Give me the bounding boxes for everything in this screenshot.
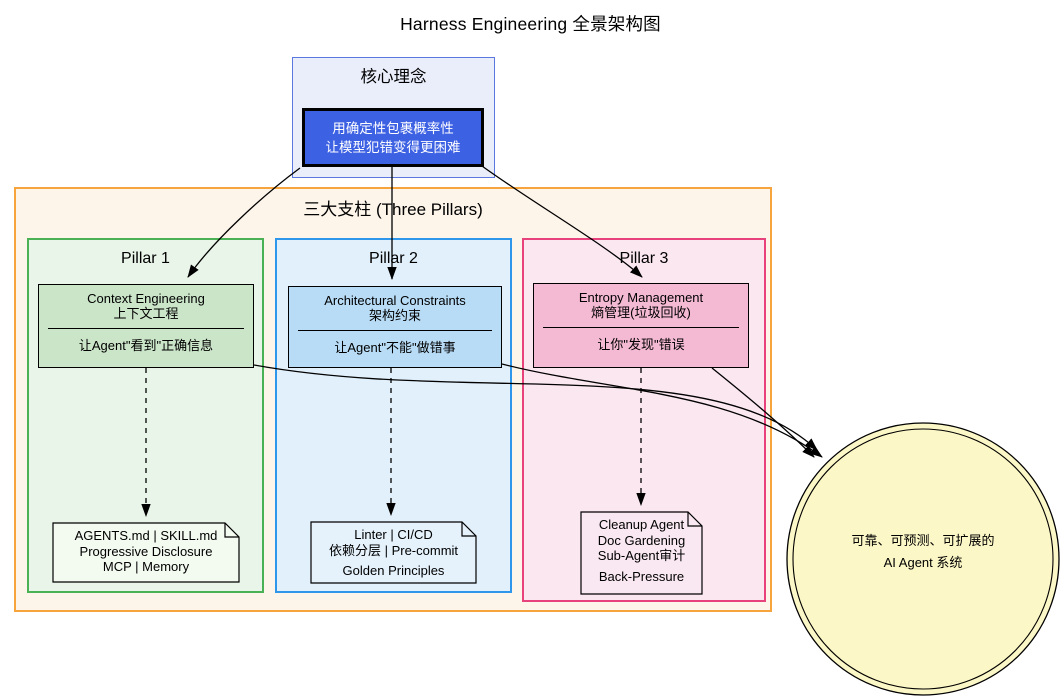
core-concept-label: 核心理念 — [360, 68, 427, 86]
node-divider — [543, 327, 739, 328]
pillar3-node: Entropy Management 熵管理(垃圾回收) 让你"发现"错误 — [533, 283, 749, 368]
note-line: Progressive Disclosure — [79, 543, 213, 559]
pillar3-note: Cleanup Agent Doc Gardening Sub-Agent审计 … — [581, 517, 702, 584]
diagram-title: Harness Engineering 全景架构图 — [400, 14, 661, 34]
outcome-node: 可靠、可预测、可扩展的 AI Agent 系统 — [786, 530, 1060, 574]
pillar1-node-title-zh: 上下文工程 — [113, 306, 179, 321]
note-footer: Golden Principles — [342, 563, 445, 578]
pillar2-node-title-zh: 架构约束 — [368, 308, 421, 323]
pillar1-label: Pillar 1 — [121, 250, 170, 267]
three-pillars-label: 三大支柱 (Three Pillars) — [303, 200, 483, 219]
outcome-line1: 可靠、可预测、可扩展的 — [851, 533, 995, 548]
pillar1-node: Context Engineering 上下文工程 让Agent"看到"正确信息 — [38, 284, 254, 368]
pillar1-node-title-en: Context Engineering — [87, 291, 205, 306]
note-line: MCP | Memory — [102, 559, 190, 574]
outcome-line2: AI Agent 系统 — [883, 555, 963, 570]
node-divider — [298, 330, 492, 331]
pillar1-node-effect: 让Agent"看到"正确信息 — [78, 338, 214, 353]
core-principle-node: 用确定性包裹概率性 让模型犯错变得更困难 — [302, 108, 484, 167]
node-divider — [48, 328, 244, 329]
note-line: Doc Gardening — [597, 532, 686, 548]
note-footer: Back-Pressure — [598, 568, 685, 584]
note-line: Cleanup Agent — [598, 517, 685, 532]
note-line: Linter | CI/CD — [354, 527, 433, 542]
pillar2-node-title-en: Architectural Constraints — [324, 293, 466, 308]
pillar3-node-effect: 让你"发现"错误 — [597, 337, 685, 352]
core-principle-line2: 让模型犯错变得更困难 — [325, 139, 461, 155]
note-line: AGENTS.md | SKILL.md — [74, 528, 218, 543]
note-line: Sub-Agent审计 — [597, 548, 686, 563]
pillar2-label: Pillar 2 — [369, 250, 418, 267]
pillar2-node: Architectural Constraints 架构约束 让Agent"不能… — [288, 286, 502, 368]
core-principle-line1: 用确定性包裹概率性 — [332, 120, 454, 136]
note-line: 依赖分层 | Pre-commit — [328, 542, 459, 558]
pillar2-note: Linter | CI/CD 依赖分层 | Pre-commit Golden … — [311, 527, 476, 579]
pillar3-node-title-en: Entropy Management — [578, 290, 704, 305]
pillar3-node-title-zh: 熵管理(垃圾回收) — [591, 305, 691, 320]
pillar3-label: Pillar 3 — [619, 250, 669, 267]
pillar1-note: AGENTS.md | SKILL.md Progressive Disclos… — [53, 528, 239, 575]
pillar2-node-effect: 让Agent"不能"做错事 — [334, 340, 456, 355]
